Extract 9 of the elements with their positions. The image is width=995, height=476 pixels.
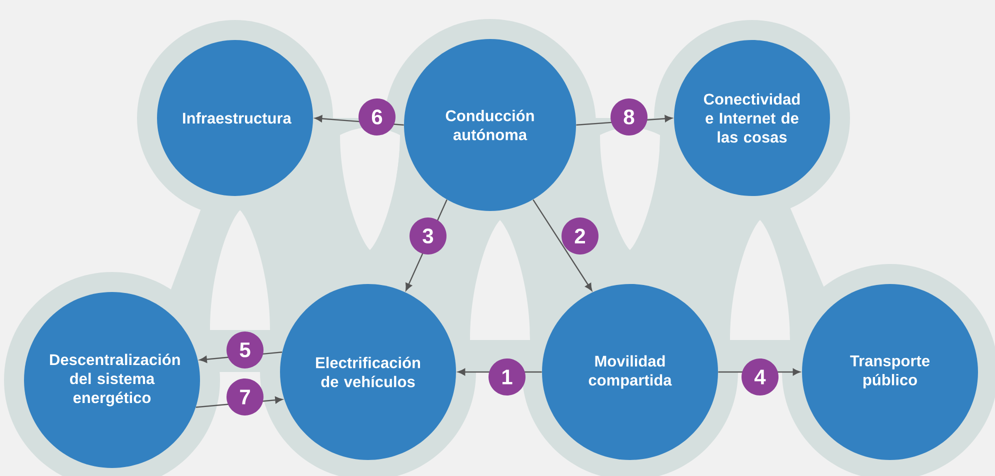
number-badge: 2 (562, 218, 598, 254)
number-badge: 3 (410, 218, 446, 254)
number-badge: 6 (358, 98, 396, 136)
number-badge: 5 (226, 331, 264, 368)
arrow (532, 199, 592, 291)
number-badge: 8 (610, 98, 648, 136)
number-badge: 1 (488, 358, 526, 396)
number-badge: 7 (226, 378, 264, 416)
number-badge: 4 (742, 358, 778, 396)
